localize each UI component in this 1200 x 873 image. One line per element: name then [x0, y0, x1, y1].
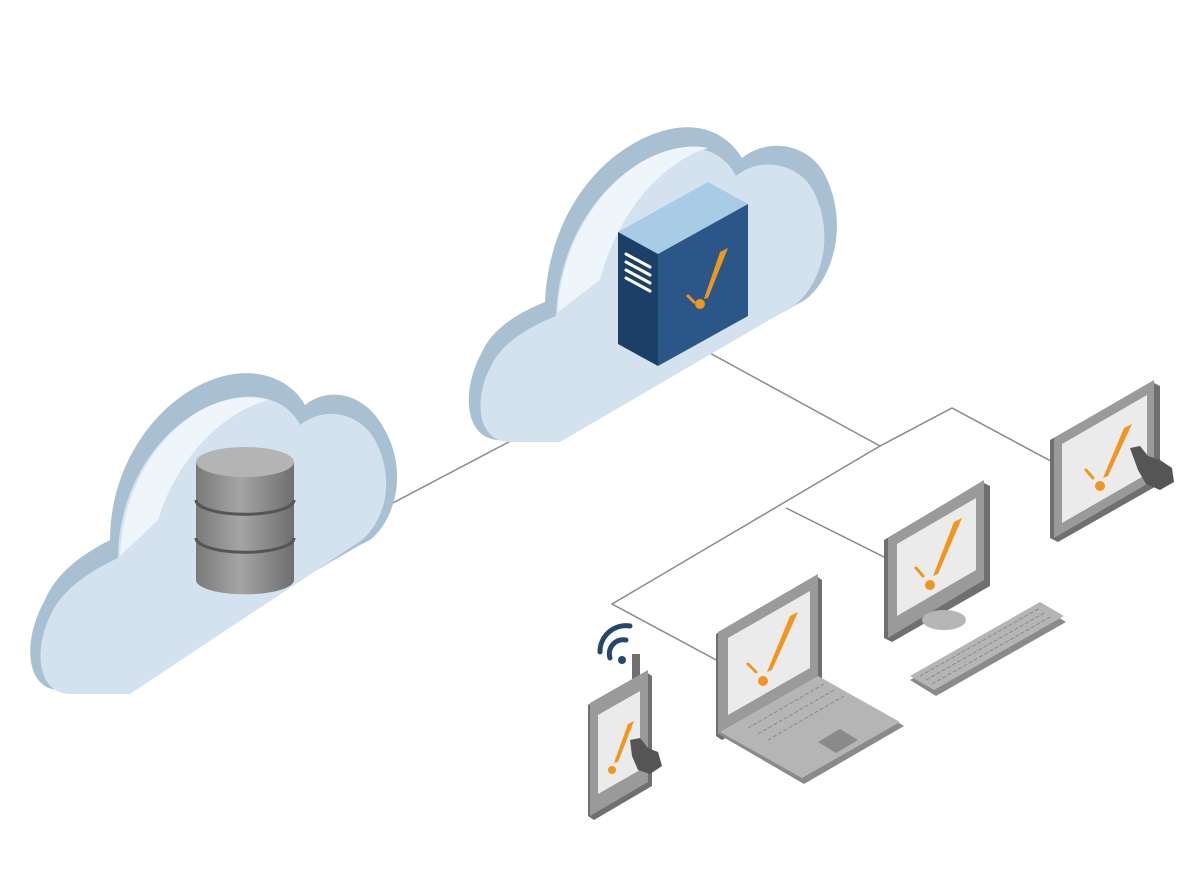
- server-to-network-line: [707, 351, 881, 447]
- tablet-hand-icon: [1130, 446, 1174, 490]
- database-cloud-highlight: [120, 397, 268, 556]
- mobile-exclamation-logo-icon: [608, 721, 634, 774]
- network-trunk-line: [879, 407, 1061, 467]
- network-to-mobile-line: [610, 445, 881, 663]
- monitor-stand: [922, 610, 966, 630]
- laptop-trackpad: [818, 729, 858, 753]
- server-exclamation-logo-icon: [686, 248, 728, 309]
- tablet-exclamation-logo-icon: [1084, 424, 1132, 491]
- desktop-monitor-icon: [884, 480, 990, 642]
- network-to-desktop-line: [785, 507, 891, 561]
- server-cloud-highlight: [558, 146, 708, 312]
- database-icon: [194, 447, 296, 595]
- laptop-exclamation-logo-icon: [746, 612, 798, 686]
- mobile-hand-icon: [630, 738, 662, 774]
- tablet-icon: [1050, 380, 1174, 542]
- server-icon: [618, 182, 748, 366]
- handheld-scanner-icon: [588, 654, 662, 820]
- keyboard-icon: [910, 602, 1066, 696]
- wifi-icon: [597, 623, 633, 664]
- db-to-server-line: [369, 435, 521, 516]
- connector-lines: [369, 351, 1061, 663]
- desktop-exclamation-logo-icon: [914, 518, 962, 590]
- laptop-icon: [716, 574, 904, 784]
